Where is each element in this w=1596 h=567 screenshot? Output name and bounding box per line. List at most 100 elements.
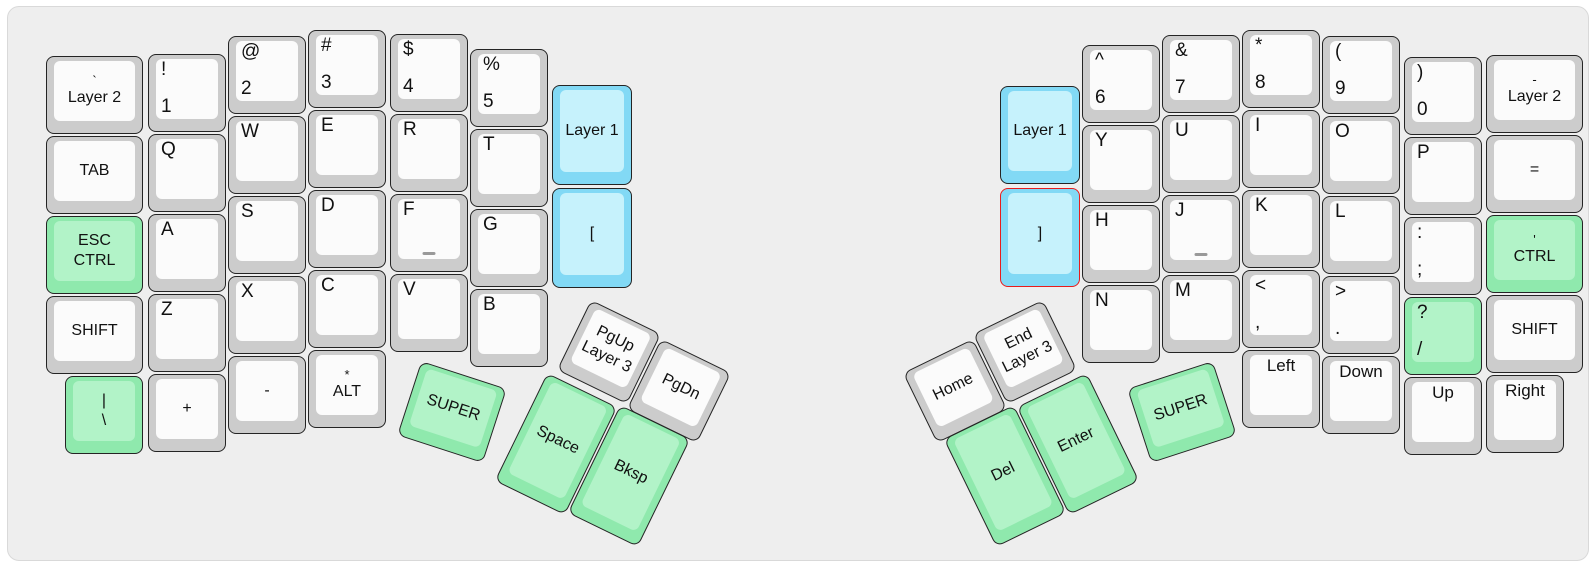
key-5[interactable]: %5 bbox=[470, 49, 548, 127]
key-label: SHIFT bbox=[1511, 321, 1558, 338]
key-label: F bbox=[403, 199, 415, 220]
key-esc-ctrl[interactable]: ESC CTRL bbox=[46, 216, 143, 294]
key-i[interactable]: I bbox=[1242, 110, 1320, 188]
key-arrow-down[interactable]: Down bbox=[1322, 356, 1400, 434]
key-q[interactable]: Q bbox=[148, 134, 226, 212]
key-3[interactable]: #3 bbox=[308, 30, 386, 108]
key-alt[interactable]: *ALT bbox=[308, 350, 386, 428]
key-period[interactable]: >. bbox=[1322, 276, 1400, 354]
key-9[interactable]: (9 bbox=[1322, 36, 1400, 114]
keycap-top: A bbox=[156, 219, 218, 279]
key-label: ESC bbox=[78, 232, 111, 249]
keycap-top: [ bbox=[560, 193, 624, 275]
key-layer1-left[interactable]: Layer 1 bbox=[552, 85, 632, 185]
key-y[interactable]: Y bbox=[1082, 125, 1160, 203]
key-arrow-up[interactable]: Up bbox=[1404, 377, 1482, 455]
homing-bar-icon bbox=[1194, 253, 1208, 256]
key-label: ^ bbox=[1095, 50, 1104, 71]
key-o[interactable]: O bbox=[1322, 116, 1400, 194]
key-h[interactable]: H bbox=[1082, 205, 1160, 283]
key-b[interactable]: B bbox=[470, 289, 548, 367]
key-layer2-left[interactable]: `Layer 2 bbox=[46, 56, 143, 134]
key-tab[interactable]: TAB bbox=[46, 136, 143, 214]
key-t[interactable]: T bbox=[470, 129, 548, 207]
key-equals[interactable]: = bbox=[1486, 135, 1583, 213]
key-n[interactable]: N bbox=[1082, 285, 1160, 363]
key-semicolon[interactable]: :; bbox=[1404, 217, 1482, 295]
key-shift-right[interactable]: SHIFT bbox=[1486, 295, 1583, 373]
key-layer2-right[interactable]: -Layer 2 bbox=[1486, 55, 1583, 133]
key-plus[interactable]: + bbox=[148, 374, 226, 452]
key-label: \ bbox=[101, 412, 107, 429]
key-label: = bbox=[1529, 161, 1540, 178]
key-label: $ bbox=[403, 39, 414, 60]
key-label: ALT bbox=[332, 383, 362, 401]
keycap-top: ] bbox=[1008, 193, 1072, 274]
key-w[interactable]: W bbox=[228, 116, 306, 194]
key-1[interactable]: !1 bbox=[148, 54, 226, 132]
key-minus[interactable]: - bbox=[228, 356, 306, 434]
key-label: 1 bbox=[161, 96, 172, 118]
keycap-top: <, bbox=[1250, 275, 1312, 335]
key-arrow-right[interactable]: Right bbox=[1486, 375, 1564, 453]
key-label: 6 bbox=[1095, 87, 1106, 109]
keycap-top: E bbox=[316, 115, 378, 175]
keycap-top: + bbox=[156, 379, 218, 439]
key-4[interactable]: $4 bbox=[390, 34, 468, 112]
key-label: E bbox=[321, 115, 334, 136]
keycap-top: C bbox=[316, 275, 378, 335]
key-quote-ctrl[interactable]: 'CTRL bbox=[1486, 215, 1583, 293]
key-label: PgDn bbox=[659, 370, 703, 404]
key-u[interactable]: U bbox=[1162, 115, 1240, 193]
key-super-right[interactable]: SUPER bbox=[1127, 361, 1237, 463]
key-label: B bbox=[483, 294, 496, 315]
key-d[interactable]: D bbox=[308, 190, 386, 268]
key-2[interactable]: @2 bbox=[228, 36, 306, 114]
key-z[interactable]: Z bbox=[148, 294, 226, 372]
keycap-top: G bbox=[478, 214, 540, 274]
key-a[interactable]: A bbox=[148, 214, 226, 292]
keycap-top: *ALT bbox=[316, 355, 378, 415]
key-label: O bbox=[1335, 121, 1350, 142]
key-label: CTRL bbox=[1513, 248, 1556, 266]
key-layer1-right[interactable]: Layer 1 bbox=[1000, 86, 1080, 184]
key-j[interactable]: J bbox=[1162, 195, 1240, 273]
key-g[interactable]: G bbox=[470, 209, 548, 287]
key-e[interactable]: E bbox=[308, 110, 386, 188]
key-super-left[interactable]: SUPER bbox=[397, 361, 507, 463]
key-label: Z bbox=[161, 299, 173, 320]
key-m[interactable]: M bbox=[1162, 275, 1240, 353]
key-l[interactable]: L bbox=[1322, 196, 1400, 274]
key-pipe-backslash[interactable]: |\ bbox=[65, 376, 143, 454]
key-label: 5 bbox=[483, 91, 494, 113]
key-s[interactable]: S bbox=[228, 196, 306, 274]
key-shift-left[interactable]: SHIFT bbox=[46, 296, 143, 374]
key-label: CTRL bbox=[73, 252, 116, 269]
key-6[interactable]: ^6 bbox=[1082, 45, 1160, 123]
keycap-top: F bbox=[398, 199, 460, 259]
keycap-top: K bbox=[1250, 195, 1312, 255]
key-v[interactable]: V bbox=[390, 274, 468, 352]
keycap-top: %5 bbox=[478, 54, 540, 114]
key-7[interactable]: &7 bbox=[1162, 35, 1240, 113]
key-arrow-left[interactable]: Left bbox=[1242, 350, 1320, 428]
key-8[interactable]: *8 bbox=[1242, 30, 1320, 108]
key-label: Home bbox=[930, 369, 976, 404]
key-label: , bbox=[1255, 312, 1261, 334]
key-comma[interactable]: <, bbox=[1242, 270, 1320, 348]
key-k[interactable]: K bbox=[1242, 190, 1320, 268]
key-r[interactable]: R bbox=[390, 114, 468, 192]
key-right-bracket[interactable]: ] bbox=[1000, 188, 1080, 287]
key-label: 9 bbox=[1335, 78, 1346, 100]
key-c[interactable]: C bbox=[308, 270, 386, 348]
key-left-bracket[interactable]: [ bbox=[552, 188, 632, 288]
key-x[interactable]: X bbox=[228, 276, 306, 354]
key-f[interactable]: F bbox=[390, 194, 468, 272]
keycap-top: B bbox=[478, 294, 540, 354]
keycap-top: SHIFT bbox=[54, 301, 135, 361]
key-slash[interactable]: ?/ bbox=[1404, 297, 1482, 375]
homing-bar-icon bbox=[422, 252, 436, 255]
key-p[interactable]: P bbox=[1404, 137, 1482, 215]
key-0[interactable]: )0 bbox=[1404, 57, 1482, 135]
